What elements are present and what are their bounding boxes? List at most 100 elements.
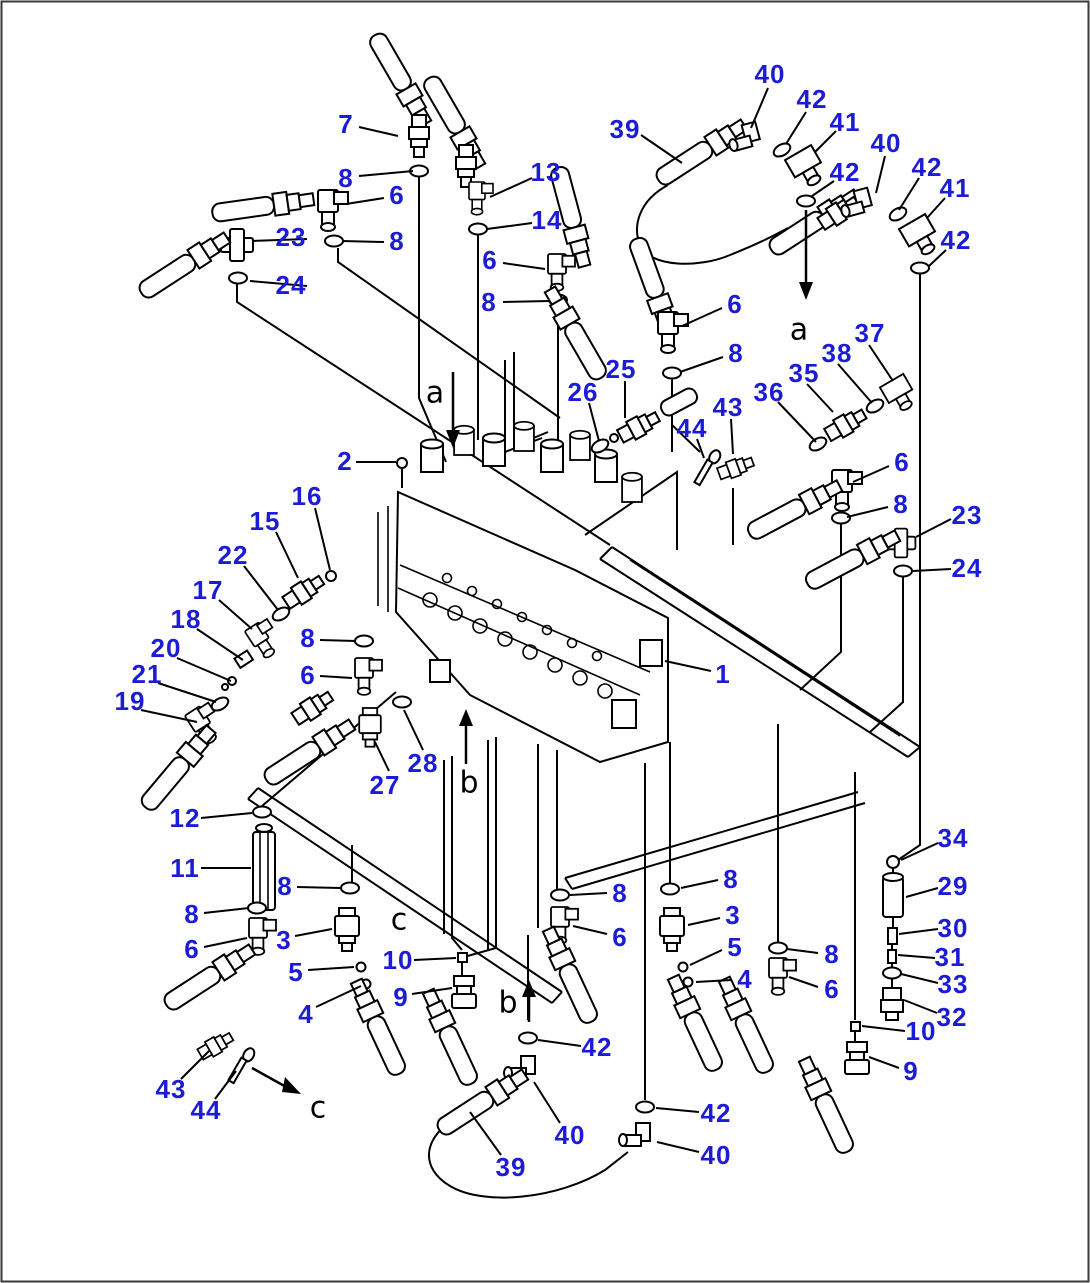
callout-23-3: 23	[276, 222, 307, 252]
leader-43-27	[730, 418, 734, 455]
callout-26-22: 26	[568, 377, 599, 407]
callout-21-40: 21	[132, 659, 163, 689]
callout-40-68: 40	[555, 1120, 586, 1150]
leader-6-66	[788, 976, 819, 988]
ring-24	[893, 564, 913, 578]
ring-5	[355, 961, 367, 973]
valve-29	[882, 872, 904, 918]
leader-8-65	[786, 948, 819, 954]
callout-40-11: 40	[755, 59, 786, 89]
plug-10	[457, 952, 468, 963]
callout-34-72: 34	[938, 823, 969, 853]
leader-8-42	[319, 639, 357, 642]
callout-18-38: 18	[171, 604, 202, 634]
leader-42-18	[928, 249, 947, 267]
leader-4-54	[315, 985, 362, 1008]
spring-30	[887, 927, 898, 945]
leader-8-49	[296, 886, 341, 889]
leader-42-70	[655, 1107, 700, 1113]
hose-39-bottom-assembly	[428, 1031, 655, 1199]
leader-16-34	[314, 507, 331, 571]
flow-arrow-head-3	[522, 980, 536, 997]
callout-38-24: 38	[822, 338, 853, 368]
callout-8-49: 8	[277, 871, 292, 901]
ring-42	[910, 261, 930, 275]
plug-34	[886, 855, 900, 869]
control-valve-assembly	[377, 420, 669, 764]
callout-8-65: 8	[824, 939, 839, 969]
leader-14-7	[486, 222, 533, 230]
leader-40-11	[750, 87, 769, 129]
leader-24-32	[912, 568, 952, 572]
leader-37-23	[868, 344, 894, 382]
leader-8-20	[679, 356, 724, 373]
callout-8-4: 8	[389, 226, 404, 256]
callout-8-30: 8	[893, 489, 908, 519]
leader-6-43	[319, 675, 353, 679]
leader-7-0	[358, 126, 399, 137]
callout-41-17: 41	[940, 173, 971, 203]
callout-32-77: 32	[937, 1002, 968, 1032]
callout-6-2: 6	[389, 180, 404, 210]
callout-10-55: 10	[383, 945, 414, 975]
leader-8-1	[358, 170, 414, 177]
ring-4	[682, 976, 694, 988]
leader-42-14	[811, 180, 835, 197]
leader-9-56	[411, 987, 453, 995]
callout-8-42: 8	[300, 623, 315, 653]
section-marker-c-4: c	[391, 903, 408, 938]
ring-8	[354, 634, 374, 648]
leader-6-51	[203, 937, 248, 948]
plug-10	[850, 1021, 861, 1032]
callout-9-79: 9	[903, 1056, 918, 1086]
leader-5-53	[307, 966, 355, 971]
callout-5-63: 5	[727, 932, 742, 962]
ring-42	[796, 194, 816, 208]
section-marker-b-3: b	[498, 986, 517, 1021]
leader-30-74	[898, 928, 939, 935]
leader-8-9	[502, 300, 550, 303]
leader-8-4	[341, 240, 385, 243]
callout-8-20: 8	[728, 338, 743, 368]
fitting-chain-left	[136, 457, 412, 816]
ring-28	[392, 695, 412, 709]
leader-33-76	[900, 973, 939, 984]
leader-29-73	[905, 887, 939, 898]
leader-42-16	[898, 177, 920, 211]
callout-37-23: 37	[855, 318, 886, 348]
callout-17-37: 17	[193, 575, 224, 605]
leader-3-62	[687, 917, 721, 926]
callout-10-78: 10	[906, 1016, 937, 1046]
leader-20-39	[176, 657, 232, 682]
ring-14	[468, 222, 488, 236]
accumulator-11	[252, 823, 276, 911]
callout-40-71: 40	[701, 1140, 732, 1170]
callout-6-66: 6	[824, 974, 839, 1004]
leader-42-12	[785, 111, 807, 145]
callout-29-73: 29	[938, 871, 969, 901]
leader-5-63	[689, 949, 723, 966]
leader-1-46	[664, 660, 712, 672]
callout-15-35: 15	[250, 506, 281, 536]
callout-42-18: 42	[941, 225, 972, 255]
callout-31-75: 31	[935, 942, 966, 972]
callout-3-62: 3	[725, 900, 740, 930]
callout-35-25: 35	[789, 358, 820, 388]
callout-24-5: 24	[276, 270, 307, 300]
leader-32-77	[903, 999, 938, 1014]
leader-22-36	[243, 565, 279, 611]
callout-41-13: 41	[830, 107, 861, 137]
callout-33-76: 33	[938, 969, 969, 999]
leader-8-30	[846, 506, 889, 518]
callout-30-74: 30	[938, 913, 969, 943]
leader-3-52	[294, 928, 333, 937]
callout-4-54: 4	[298, 999, 313, 1029]
flow-arrow-head-1	[799, 282, 813, 300]
callout-42-12: 42	[797, 84, 828, 114]
leader-24-5	[249, 280, 308, 287]
fitting-column-bottom-right	[844, 855, 904, 1075]
flow-arrow-head-2	[459, 709, 473, 726]
leader-39-69	[469, 1111, 502, 1156]
